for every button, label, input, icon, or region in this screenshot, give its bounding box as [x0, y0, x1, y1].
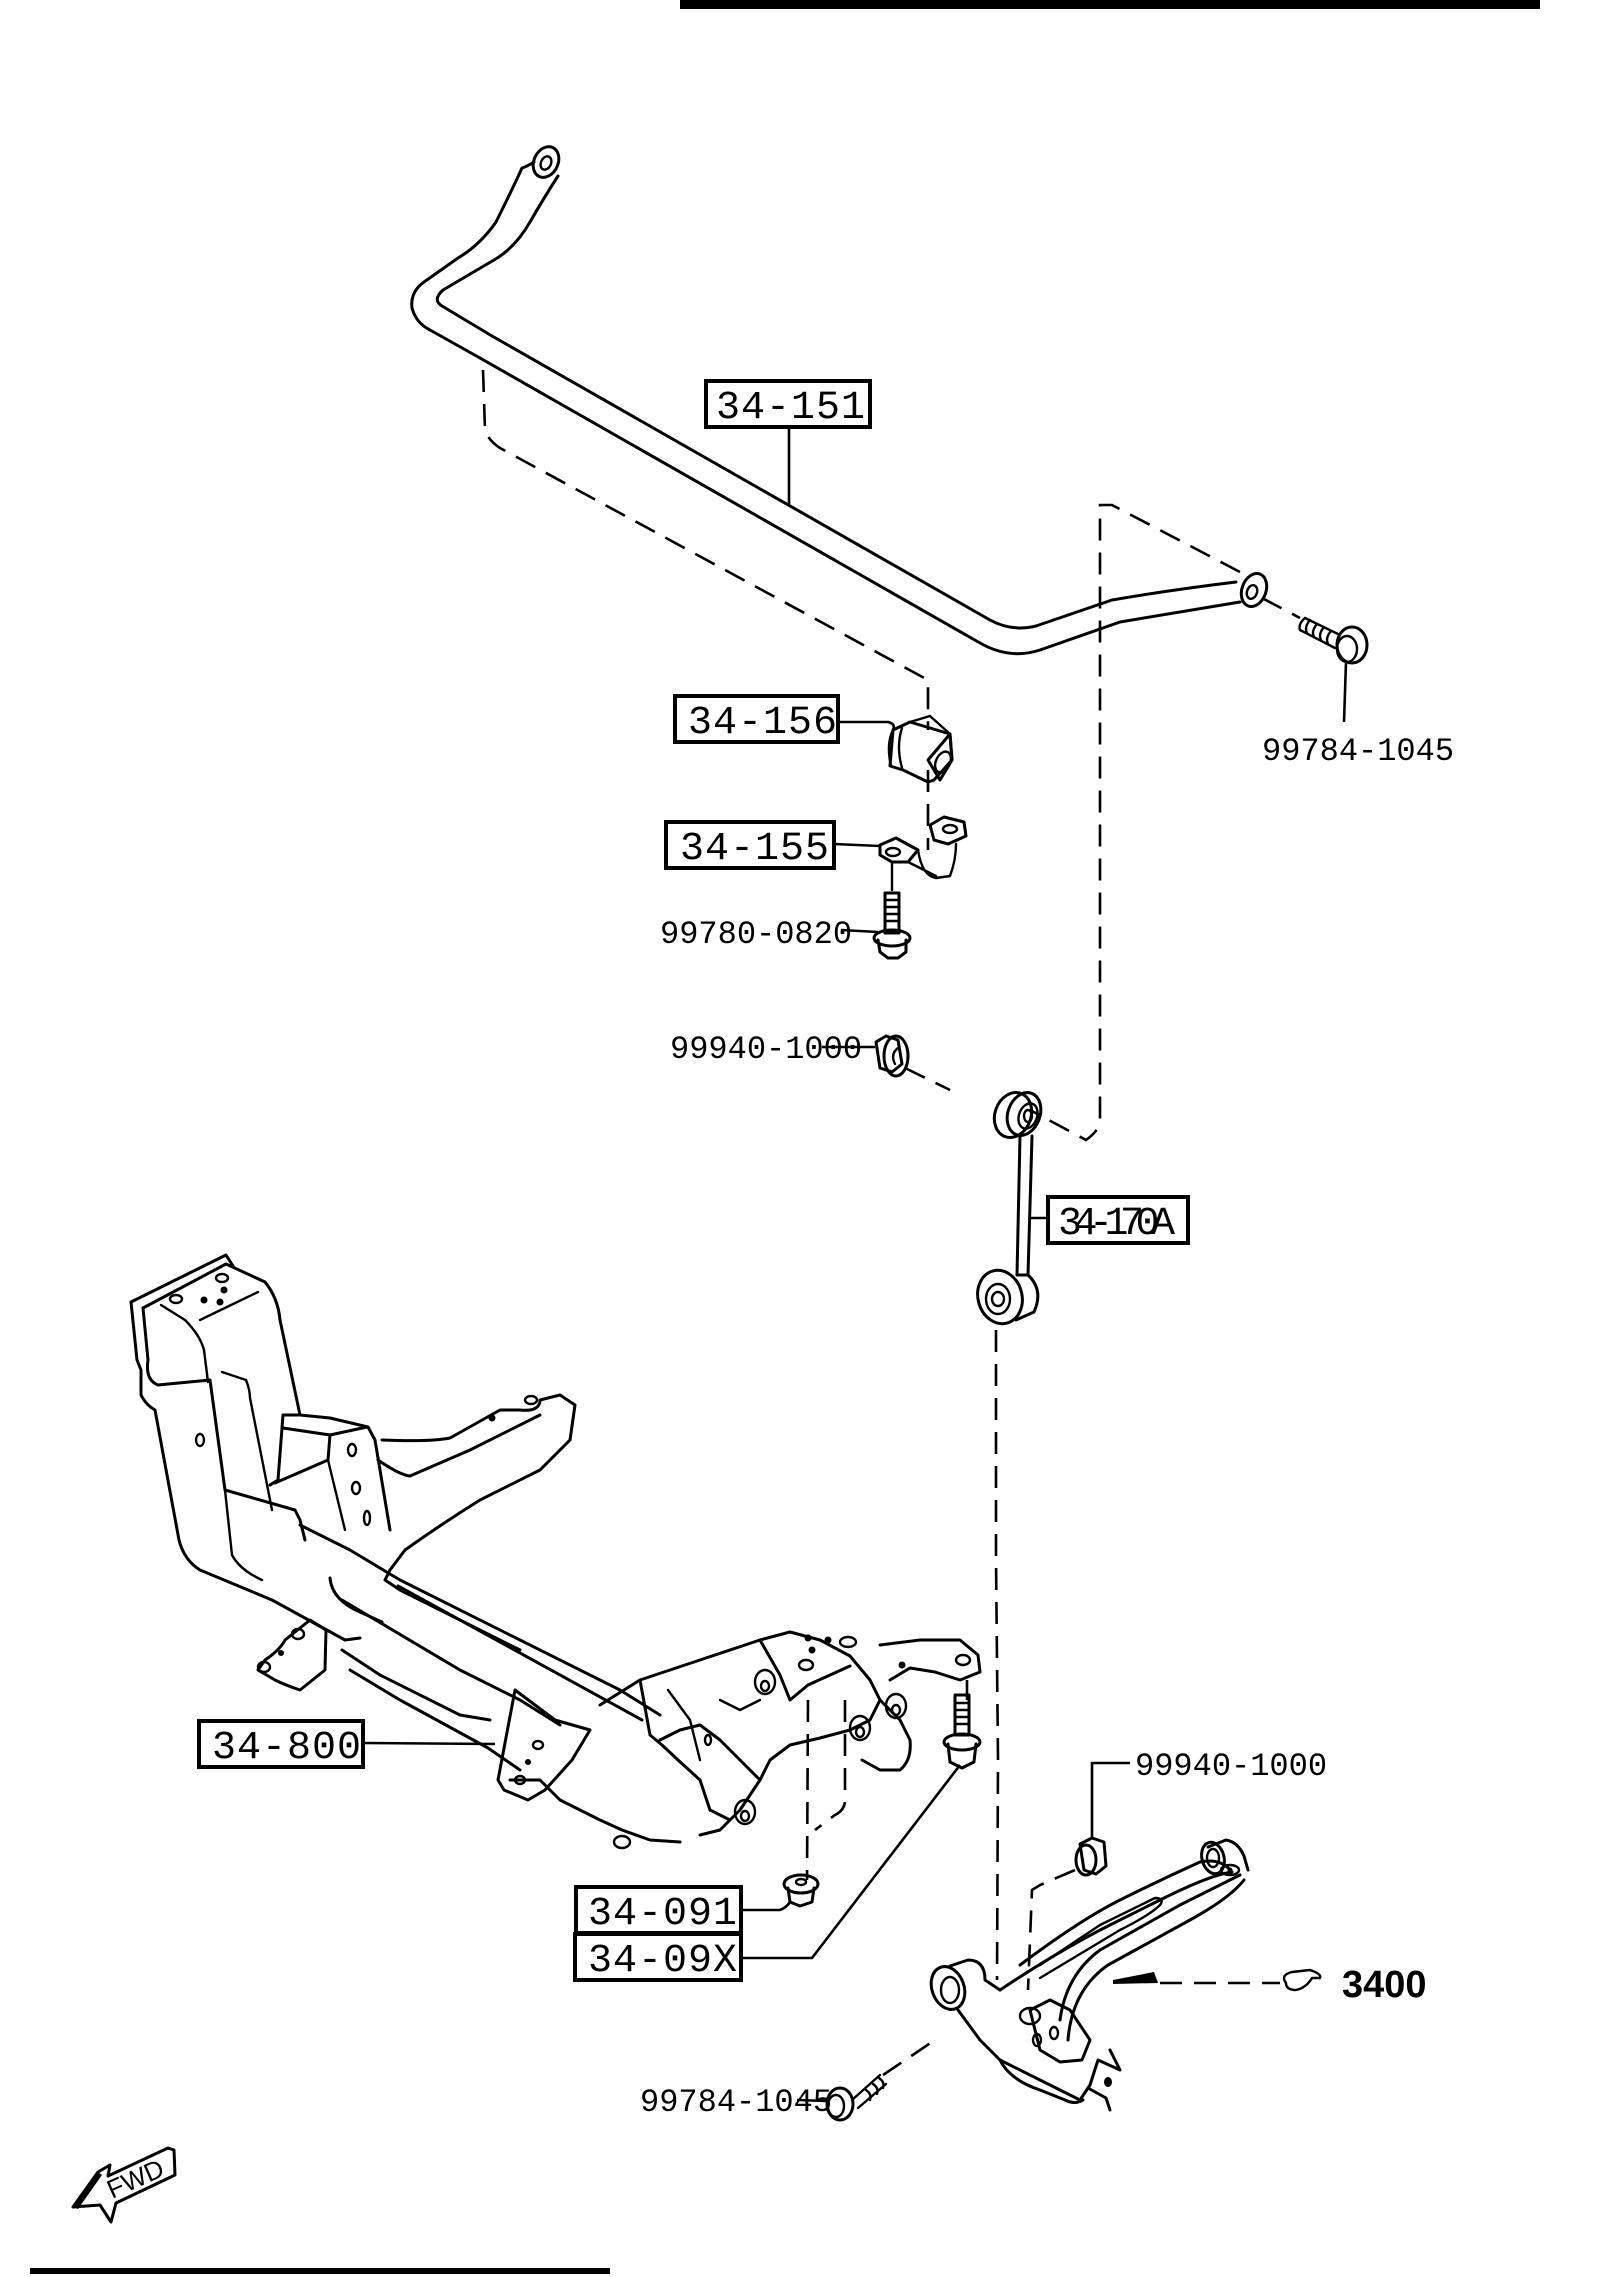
- leader-line: [743, 1901, 792, 1912]
- leader-line: [840, 928, 879, 934]
- part-label-34-151[interactable]: 34-151: [704, 379, 872, 431]
- bar-end-bolt-drawing: [1298, 616, 1369, 665]
- leader-line: [363, 1741, 496, 1746]
- assembly-line: [805, 1699, 810, 1881]
- part-label-34-156[interactable]: 34-156: [673, 694, 840, 746]
- crossmember-bolt-drawing: [942, 1693, 982, 1770]
- part-label-99784-1045-top[interactable]: 99784-1045: [1262, 733, 1454, 770]
- bracket-bolt-drawing: [872, 891, 912, 960]
- leader-line: [1090, 1761, 1130, 1838]
- lower-arm-bolt-drawing: [825, 2073, 888, 2122]
- crossmember-drawing: [129, 1253, 982, 1850]
- part-label-34-155[interactable]: 34-155: [664, 820, 836, 872]
- leader-line: [1342, 661, 1348, 723]
- part-label-34-091[interactable]: 34-091: [574, 1885, 743, 1937]
- leader-line: [743, 1764, 962, 1960]
- link-upper-nut-drawing: [874, 1034, 910, 1078]
- leader-line: [833, 842, 881, 848]
- part-label-34-800[interactable]: 34-800: [197, 1719, 365, 1771]
- svg-text:34-091: 34-091: [588, 1892, 738, 1937]
- svg-text:34-151: 34-151: [716, 386, 866, 431]
- link-lower-nut-drawing: [1074, 1836, 1108, 1877]
- assembly-line: [1029, 503, 1241, 1142]
- part-label-99940-1000-top[interactable]: 99940-1000: [670, 1031, 862, 1068]
- bottom-rule: [30, 2268, 610, 2274]
- assembly-line: [1261, 596, 1301, 620]
- part-label-99780-0820[interactable]: 99780-0820: [660, 916, 852, 953]
- assembly-line: [904, 1066, 951, 1092]
- crossmember-nut-drawing: [782, 1873, 820, 1908]
- top-rule: [680, 0, 1540, 9]
- assembly-line: [1026, 1868, 1076, 1991]
- leader-line: [838, 720, 896, 731]
- fwd-label: FWD: [102, 2153, 168, 2204]
- svg-text:34-800: 34-800: [212, 1726, 362, 1771]
- stabilizer-bar-drawing: [410, 145, 1269, 656]
- part-label-34-170A[interactable]: 34-170A: [1046, 1195, 1190, 1247]
- leader-line: [796, 2098, 827, 2103]
- svg-text:34-156: 34-156: [688, 701, 838, 746]
- part-label-99940-1000-bottom[interactable]: 99940-1000: [1135, 1748, 1327, 1785]
- bushing-bracket-drawing: [878, 815, 968, 880]
- svg-text:34-09X: 34-09X: [588, 1939, 738, 1984]
- reference-3400[interactable]: 3400: [1342, 1964, 1427, 2006]
- assembly-line: [814, 1700, 847, 1832]
- stabilizer-link-drawing: [976, 1091, 1043, 1326]
- reference-arrow: [1113, 1972, 1158, 1984]
- stabilizer-bushing-drawing: [887, 714, 954, 784]
- lower-control-arm-drawing: [929, 1838, 1250, 2112]
- assembly-line: [481, 369, 930, 730]
- reference-pointer-icon: [1282, 1968, 1322, 1992]
- svg-text:34-155: 34-155: [680, 827, 830, 872]
- assembly-line: [994, 1330, 1000, 1981]
- assembly-line: [882, 2038, 936, 2077]
- forward-direction-arrow: FWD: [71, 2146, 177, 2224]
- part-label-34-09X[interactable]: 34-09X: [573, 1932, 743, 1984]
- svg-text:34-170A: 34-170A: [1058, 1202, 1176, 1247]
- part-label-99784-1045-bottom[interactable]: 99784-1045: [640, 2084, 832, 2121]
